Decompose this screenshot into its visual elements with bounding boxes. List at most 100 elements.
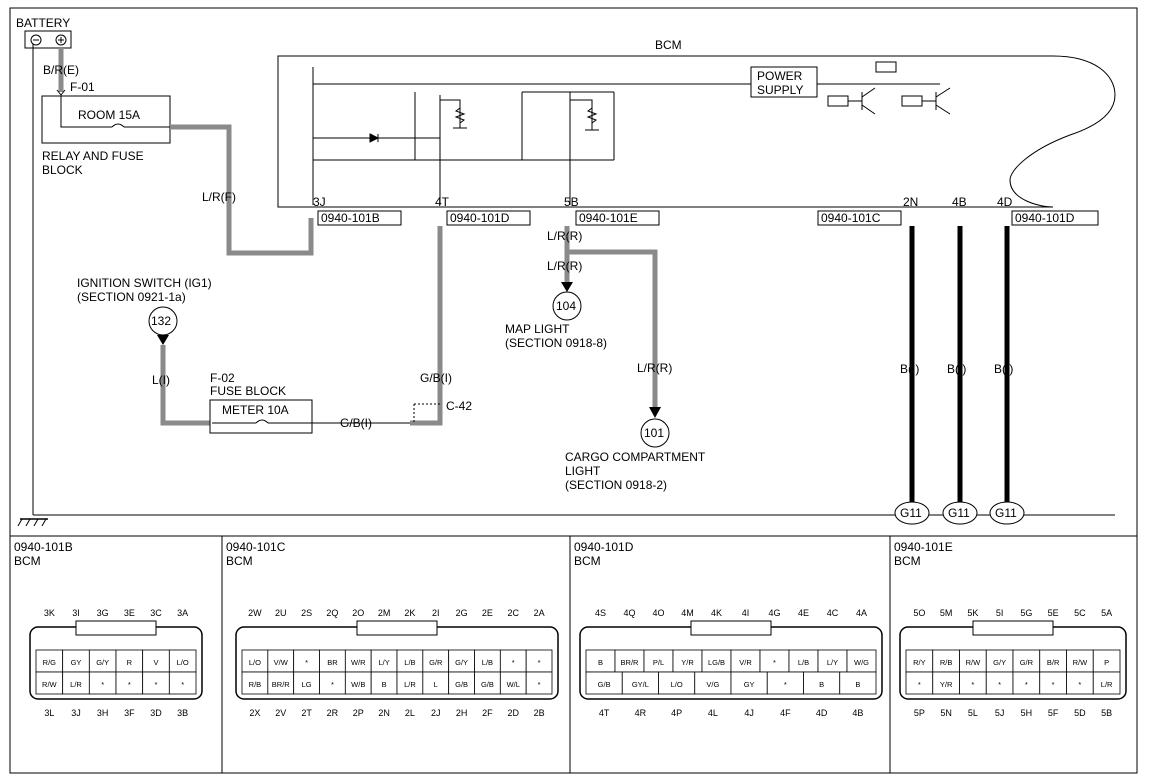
pin-label-top: 2K xyxy=(404,608,415,618)
pin-color: * xyxy=(181,680,184,689)
pin-label-bottom: 5H xyxy=(1021,708,1033,718)
wire-bi-1: B(I) xyxy=(900,362,919,376)
conn-label-101c: 0940-101C xyxy=(821,211,881,225)
power-supply-line2: SUPPLY xyxy=(757,83,803,97)
connector-latch xyxy=(972,620,1054,636)
pin-label-top: 2W xyxy=(248,608,262,618)
pin-color: BR xyxy=(327,658,338,667)
pin-5b: 5B xyxy=(564,195,579,209)
pin-color: R/B xyxy=(940,658,953,667)
pin-label-top: 2I xyxy=(432,608,440,618)
cargo-light-section: (SECTION 0918-2) xyxy=(565,478,667,492)
fuse-room-label: ROOM 15A xyxy=(78,108,140,122)
pin-color: Y/R xyxy=(940,680,953,689)
pin-label-top: 5A xyxy=(1101,608,1112,618)
pin-label-bottom: 2X xyxy=(249,708,260,718)
cargo-light-label2: LIGHT xyxy=(565,464,601,478)
pin-color: B/R xyxy=(1047,658,1060,667)
pin-color: G/Y xyxy=(455,658,468,667)
pin-color: W/G xyxy=(854,658,869,667)
pin-label-top: 5C xyxy=(1074,608,1086,618)
pin-color: * xyxy=(512,658,515,667)
pin-label-bottom: 2N xyxy=(378,708,390,718)
map-light: 104 MAP LIGHT (SECTION 0918-8) xyxy=(505,291,607,350)
wire-li: L(I) xyxy=(152,373,170,387)
pin-color: R/Y xyxy=(913,658,926,667)
pin-cell xyxy=(1092,671,1121,695)
ignition-switch: IGNITION SWITCH (IG1) (SECTION 0921-1a) … xyxy=(77,276,212,345)
pin-label-top: 4K xyxy=(711,608,722,618)
ground-g11: G11 G11 G11 xyxy=(894,501,1025,525)
wire-gbi: G/B(I) xyxy=(420,371,452,385)
pin-label-top: 4G xyxy=(768,608,780,618)
pin-label-bottom: 2J xyxy=(431,708,441,718)
cargo-light: 101 CARGO COMPARTMENT LIGHT (SECTION 091… xyxy=(565,418,706,492)
pin-label-bottom: 4T xyxy=(599,708,610,718)
ignition-section: (SECTION 0921-1a) xyxy=(77,290,186,304)
pin-color: L/B xyxy=(404,658,415,667)
pin-label-top: 3E xyxy=(124,608,135,618)
ground-label-3: G11 xyxy=(995,506,1017,520)
pin-4b: 4B xyxy=(952,195,967,209)
pin-color: LG xyxy=(302,680,312,689)
pin-label-top: 5E xyxy=(1048,608,1059,618)
conn-label-101b: 0940-101B xyxy=(321,211,380,225)
fuse-block-label: FUSE BLOCK xyxy=(210,384,286,398)
pin-label-top: 2G xyxy=(456,608,468,618)
pin-label-top: 4A xyxy=(856,608,867,618)
pin-label-bottom: 3H xyxy=(97,708,109,718)
pin-label-bottom: 5N xyxy=(940,708,952,718)
pin-color: B xyxy=(598,658,603,667)
map-light-label: MAP LIGHT xyxy=(505,322,570,336)
pin-color: * xyxy=(773,658,776,667)
pin-color: B xyxy=(819,680,824,689)
fuse-f01-id: F-01 xyxy=(70,80,95,94)
pin-label-top: 4Q xyxy=(623,608,635,618)
pin-color: P/L xyxy=(653,658,664,667)
pin-color: R/W xyxy=(966,658,982,667)
pin-color: * xyxy=(1025,680,1028,689)
pin-color: G/R xyxy=(1020,658,1034,667)
pin-color: W/B xyxy=(351,680,365,689)
pin-color: L/Y xyxy=(378,658,389,667)
cargo-light-ref: 101 xyxy=(644,426,664,440)
bcm-module: BCM POWER SUPPLY xyxy=(277,38,1116,208)
pin-label-bottom: 3D xyxy=(150,708,162,718)
pin-color: B xyxy=(855,680,860,689)
pin-label-top: 2O xyxy=(352,608,364,618)
relay-block-label-2: BLOCK xyxy=(42,163,83,177)
pin-label-bottom: 2D xyxy=(507,708,519,718)
conn-label-101d-2: 0940-101D xyxy=(1015,211,1075,225)
fuse-meter-label: METER 10A xyxy=(222,403,289,417)
pin-label-bottom: 2R xyxy=(327,708,339,718)
pin-color: L xyxy=(434,680,438,689)
pin-color: V/W xyxy=(274,658,289,667)
pin-label-bottom: 5P xyxy=(914,708,925,718)
pin-label-top: 3I xyxy=(72,608,80,618)
connector-c42: C-42 xyxy=(446,399,472,413)
pin-color: * xyxy=(331,680,334,689)
panel-sub: BCM xyxy=(14,554,41,568)
pin-cell xyxy=(168,671,197,695)
pin-cell xyxy=(525,671,553,695)
wire-lrr-3: L/R(R) xyxy=(637,361,672,375)
pin-label-bottom: 3L xyxy=(44,708,54,718)
pin-color: Y/R xyxy=(681,658,694,667)
pin-label-bottom: 3F xyxy=(124,708,135,718)
panel-id: 0940-101D xyxy=(574,540,634,554)
pin-color: * xyxy=(155,680,158,689)
pin-color: GY/L xyxy=(632,680,649,689)
pin-color: * xyxy=(128,680,131,689)
pin-label-bottom: 4J xyxy=(744,708,754,718)
pin-color: LG/B xyxy=(708,658,725,667)
conn-label-101e: 0940-101E xyxy=(579,211,638,225)
wire-lrf: L/R(F) xyxy=(202,190,236,204)
pin-label-bottom: 3B xyxy=(177,708,188,718)
relay-fuse-block: ROOM 15A RELAY AND FUSE BLOCK xyxy=(41,95,180,177)
cargo-light-label: CARGO COMPARTMENT xyxy=(565,450,706,464)
pin-color: L/O xyxy=(671,680,683,689)
pin-label-bottom: 4D xyxy=(816,708,828,718)
pin-color: G/Y xyxy=(96,658,109,667)
ignition-ref: 132 xyxy=(151,314,171,328)
pin-color: L/B xyxy=(798,658,809,667)
